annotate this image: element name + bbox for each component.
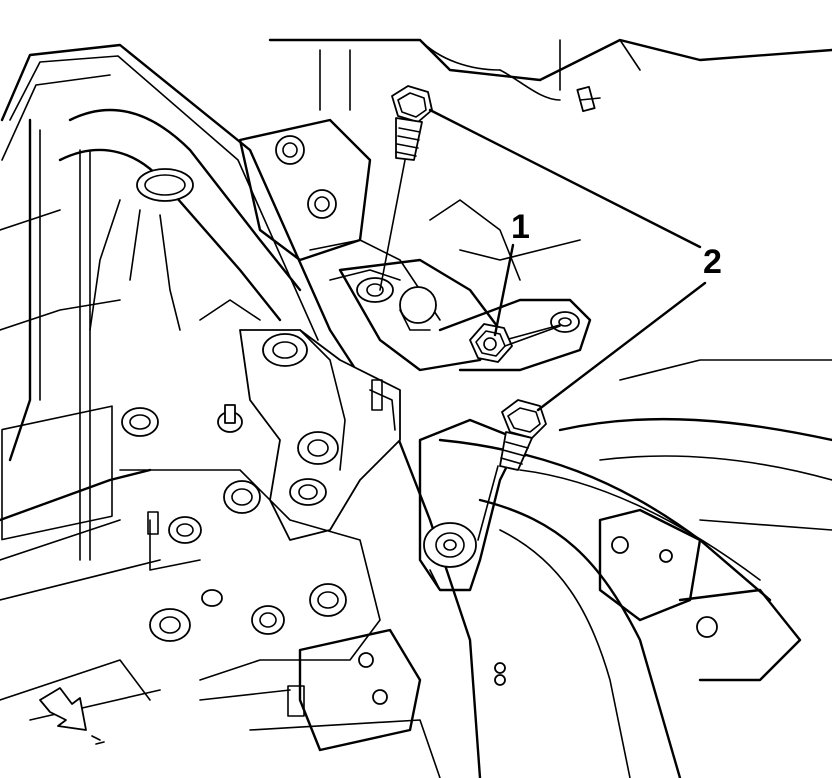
nut (469, 323, 561, 363)
upper-bolt (379, 85, 433, 291)
callout-label-1: 1 (511, 208, 530, 246)
mount-bracket (199, 299, 401, 541)
upper-right-structure (268, 38, 832, 281)
callout-label-2: 2 (703, 243, 722, 281)
transmission-bracket (338, 258, 592, 372)
left-body-structure (0, 43, 482, 778)
upper-mount-plate (238, 118, 441, 321)
callout-leaders (428, 108, 707, 412)
lower-left-components (119, 404, 381, 681)
arrow-icon (39, 687, 105, 745)
coolant-hose (58, 108, 302, 331)
leader-line-2b (536, 281, 707, 412)
lower-bracket-plate (199, 628, 441, 778)
lower-bolt (477, 399, 547, 541)
right-wheelhouse (438, 359, 832, 778)
leader-line-2a (428, 108, 702, 249)
lower-mount (418, 418, 522, 592)
leader-line-1 (493, 243, 515, 337)
